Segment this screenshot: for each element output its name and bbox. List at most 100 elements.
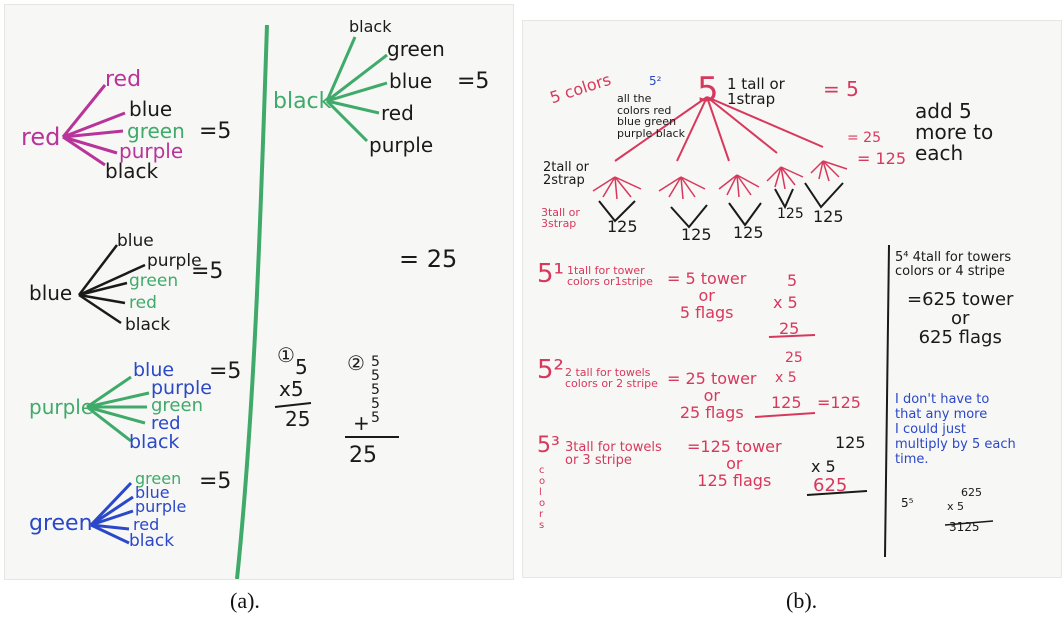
caption-a: (a). bbox=[230, 588, 260, 613]
calc1-underline bbox=[274, 402, 312, 408]
panel-b-worksheet: 5 colors 5² all the colors red blue gree… bbox=[522, 20, 1062, 578]
tree-blue-root: blue bbox=[29, 281, 73, 305]
calc2-column-2: 5 bbox=[371, 368, 380, 384]
tree-red-branch-1: red bbox=[105, 67, 142, 92]
calc2-column-4: 5 bbox=[371, 396, 380, 412]
tree-blue-branches bbox=[78, 244, 146, 325]
eq125-label: = 125 bbox=[857, 149, 907, 168]
calc1-mult: x5 bbox=[279, 377, 304, 401]
right-calc-mult: x 5 bbox=[947, 500, 965, 513]
calc2-column-3: 5 bbox=[371, 382, 380, 398]
tree-purple-branch-3: green bbox=[151, 395, 203, 416]
tree-black-branch-2: green bbox=[387, 37, 445, 61]
row3-description: 3tall for towels or 3 stripe bbox=[565, 440, 662, 468]
tree-black-branch-5: purple bbox=[369, 133, 434, 157]
total-25: = 25 bbox=[399, 245, 458, 273]
calc2-plus: + bbox=[353, 411, 370, 435]
two-tall-label: 2tall or 2strap bbox=[543, 160, 589, 188]
tree-green-branch-2: blue bbox=[135, 483, 170, 502]
calc1-top: 5 bbox=[295, 355, 308, 379]
row1-calc-top: 5 bbox=[787, 271, 798, 290]
panel-a-worksheet: red red blue green purple black =5 blue … bbox=[4, 4, 514, 580]
eq25-label: = 25 bbox=[847, 130, 881, 146]
panel-b-strokes bbox=[592, 96, 994, 558]
tree-red-branches bbox=[61, 84, 126, 167]
right-note-power4: 5⁴ 4tall for towers colors or 4 stripe bbox=[895, 250, 1012, 280]
calc2-marker: ② bbox=[347, 351, 365, 375]
row2-calc-underline bbox=[754, 412, 816, 418]
tree-green-result: =5 bbox=[199, 469, 232, 494]
tree-blue-branch-1: blue bbox=[117, 231, 154, 251]
tree-top-node: 5 bbox=[697, 70, 719, 110]
node-125-1: 125 bbox=[607, 217, 638, 236]
row1-equation: = 5 tower or 5 flags bbox=[667, 269, 747, 322]
tree-red-branch-5: black bbox=[105, 159, 159, 183]
tree-top-branches bbox=[614, 96, 824, 162]
tree-black-result: =5 bbox=[457, 69, 490, 94]
row3-calc-top: 125 bbox=[835, 433, 866, 452]
eq5-label: = 5 bbox=[823, 77, 859, 101]
node-125-3: 125 bbox=[733, 223, 764, 242]
row3-calc-result: 625 bbox=[813, 475, 848, 496]
panel-a-strokes bbox=[61, 24, 399, 579]
node-125-2: 125 bbox=[681, 225, 712, 244]
tree-green-branch-5: black bbox=[129, 531, 175, 551]
tree-black-branches bbox=[325, 36, 388, 143]
tree-sub-branches bbox=[592, 160, 848, 200]
tree-blue-branch-3: green bbox=[129, 271, 179, 291]
row2-calc-total: =125 bbox=[817, 393, 861, 412]
tree-red-branch-3: green bbox=[127, 119, 185, 143]
right-column-divider bbox=[884, 244, 890, 558]
three-tall-label: 3tall or 3strap bbox=[541, 206, 580, 230]
tree-purple-branch-2: purple bbox=[151, 377, 212, 399]
right-calc-top: 625 bbox=[961, 486, 982, 499]
tree-black-root: black bbox=[273, 89, 332, 114]
row3-calc-underline bbox=[806, 490, 868, 496]
row2-power: 5² bbox=[537, 355, 564, 385]
right-note-explanation: I don't have to that any more I could ju… bbox=[895, 392, 1016, 467]
row1-description: 1tall for tower colors or1stripe bbox=[567, 264, 653, 288]
five-sq-top: 5² bbox=[649, 74, 662, 88]
right-calc-result: 3125 bbox=[949, 520, 980, 534]
calc2-result: 25 bbox=[349, 443, 377, 468]
tree-blue-branch-4: red bbox=[129, 293, 157, 313]
row2-calc-result: 125 bbox=[771, 393, 802, 412]
row3-power: 5³ bbox=[537, 433, 560, 458]
calc1-result: 25 bbox=[285, 407, 311, 431]
node-125-5: 125 bbox=[813, 207, 844, 226]
tree-black-branch-4: red bbox=[381, 101, 414, 125]
row1-calc-mult: x 5 bbox=[773, 293, 798, 312]
tree-blue-branch-2: purple bbox=[147, 251, 202, 271]
tree-green-root: green bbox=[29, 511, 93, 536]
row2-calc-mult: x 5 bbox=[775, 370, 797, 386]
tree-green-branch-3: purple bbox=[135, 497, 187, 516]
right-note-625: =625 tower or 625 flags bbox=[907, 289, 1014, 348]
calc2-column-1: 5 bbox=[371, 354, 380, 370]
calc1-marker: ① bbox=[277, 343, 295, 367]
divider-line bbox=[235, 24, 269, 579]
all-colors-note: all the colors red blue green purple bla… bbox=[617, 92, 685, 140]
tree-green-branch-1: green bbox=[135, 469, 182, 488]
tree-black-branch-1: black bbox=[349, 17, 392, 36]
tree-purple-root: purple bbox=[29, 395, 94, 419]
tree-red-branch-2: blue bbox=[129, 97, 173, 121]
tree-purple-branch-4: red bbox=[151, 413, 181, 434]
tree-brackets bbox=[598, 182, 844, 229]
tree-green-branch-4: red bbox=[133, 515, 160, 534]
row1-calc-result: 25 bbox=[779, 319, 800, 338]
tree-purple-branch-5: black bbox=[129, 431, 180, 453]
tree-purple-branches bbox=[86, 375, 150, 443]
tree-purple-result: =5 bbox=[209, 359, 242, 384]
right-calc-underline bbox=[944, 520, 994, 526]
tree-blue-branch-5: black bbox=[125, 315, 171, 335]
row1-power: 5¹ bbox=[537, 259, 564, 289]
row3-equation: =125 tower or 125 flags bbox=[687, 437, 782, 490]
caption-b: (b). bbox=[786, 588, 818, 613]
add-five-note: add 5 more to each bbox=[915, 99, 994, 165]
row3-side-letters: c o l o r s bbox=[539, 465, 546, 531]
tree-black-branch-3: blue bbox=[389, 69, 433, 93]
row3-calc-mult: x 5 bbox=[811, 457, 836, 476]
calc2-column-5: 5 bbox=[371, 410, 380, 426]
tree-blue-result: =5 bbox=[191, 259, 224, 284]
tree-red-result: =5 bbox=[199, 119, 232, 144]
